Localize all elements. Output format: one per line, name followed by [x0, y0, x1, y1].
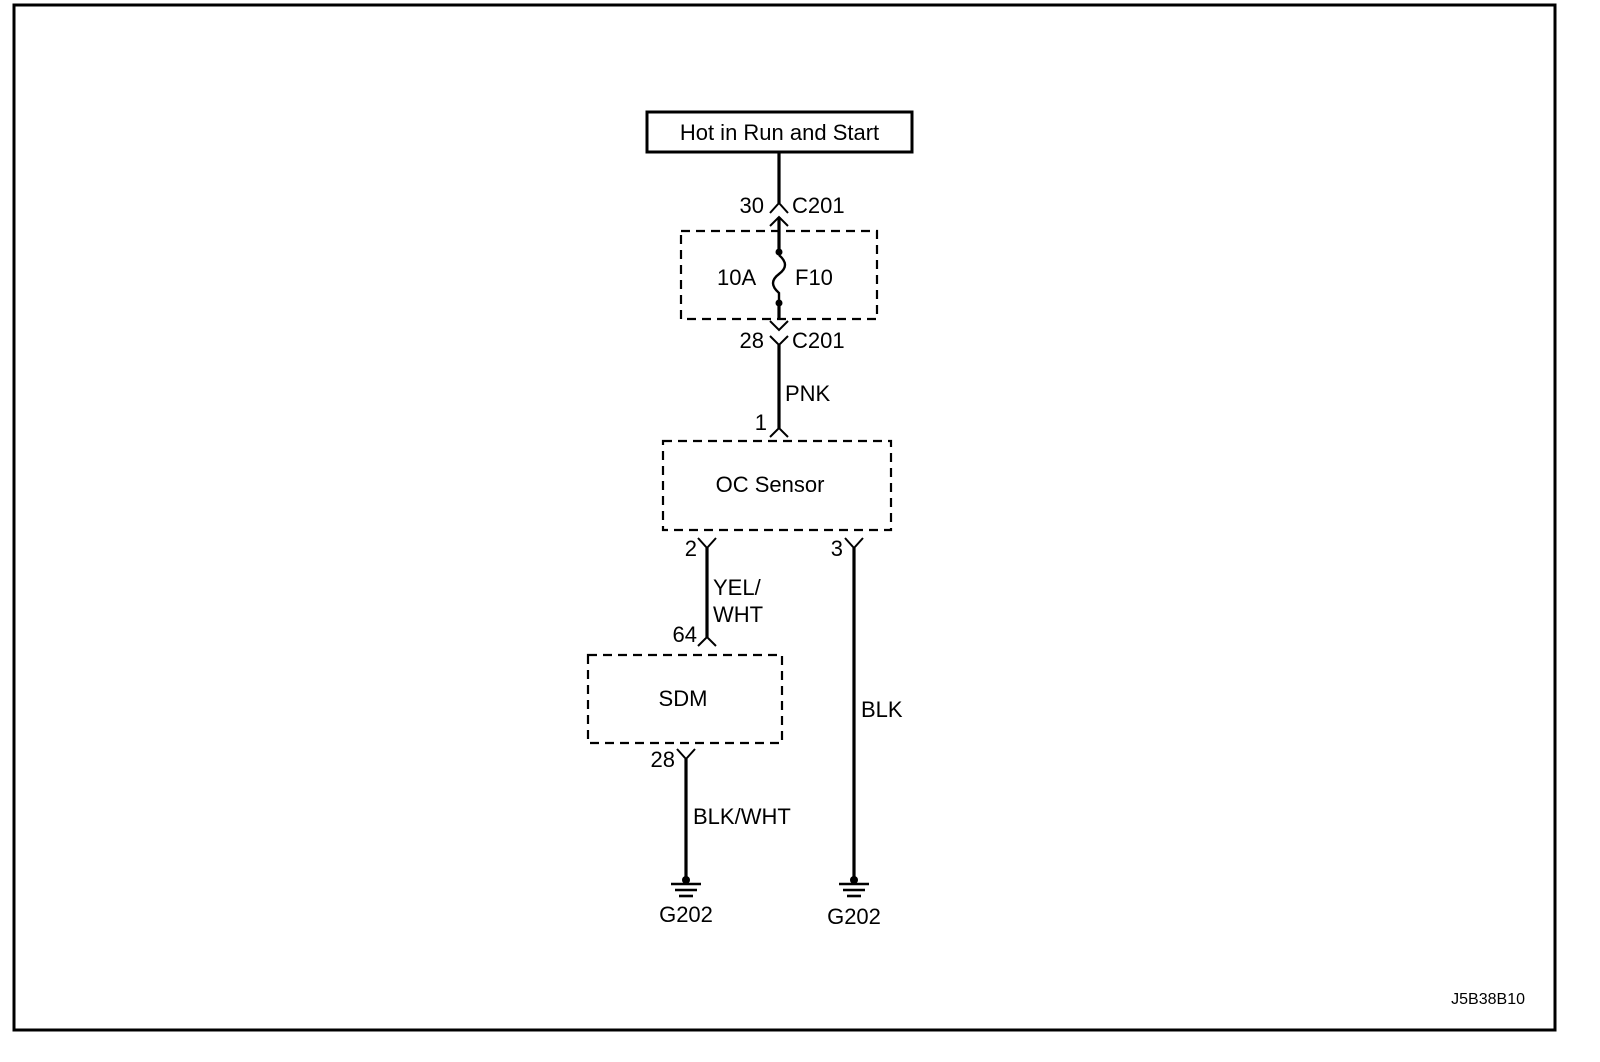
sdm-outline	[586, 653, 784, 745]
oc-sensor-outline	[661, 439, 893, 532]
wire-yel-wht-label-line1: YEL/	[713, 575, 762, 600]
connector-sdm-pin64: 64	[673, 622, 717, 647]
wire-blk-label: BLK	[861, 697, 903, 722]
connector-c201-pin28: 28 C201	[740, 320, 845, 353]
connector-c201-pin30: 30 C201	[740, 193, 845, 227]
fuse-f10: 10A F10	[717, 248, 833, 307]
connector-c201-pin28-lower-chevron	[769, 335, 789, 347]
power-source-label: Hot in Run and Start	[680, 120, 879, 145]
connector-sdm-pin28-pin: 28	[651, 747, 675, 772]
wire-blk-wht-label: BLK/WHT	[693, 804, 791, 829]
connector-sensor-pin1-pin: 1	[755, 410, 767, 435]
ground-left-junction	[682, 876, 690, 884]
wire-yel-wht-label-line2: WHT	[713, 602, 763, 627]
ground-g202-right: G202	[827, 876, 881, 929]
connector-sensor-pin2-pin: 2	[685, 536, 697, 561]
fuse-terminal-top	[775, 248, 783, 256]
figure-id: J5B38B10	[1451, 991, 1525, 1008]
page-frame	[12, 3, 1557, 1032]
connector-sensor-pin3-pin: 3	[831, 536, 843, 561]
sdm-box: SDM	[586, 653, 784, 745]
connector-sensor-pin2-chevron	[697, 537, 717, 550]
fuse-symbol	[771, 254, 787, 302]
sdm-label: SDM	[659, 686, 708, 711]
connector-sdm-pin28-chevron	[676, 748, 696, 761]
connector-c201-pin30-name: C201	[792, 193, 845, 218]
connector-c201-pin28-name: C201	[792, 328, 845, 353]
connector-sdm-pin64-chevron	[697, 635, 717, 647]
connector-c201-pin28-pin: 28	[740, 328, 764, 353]
fuse-name: F10	[795, 265, 833, 290]
connector-sensor-pin1-chevron	[769, 426, 789, 438]
connector-sensor-pin2: 2	[685, 536, 717, 561]
power-source-box: Hot in Run and Start	[645, 110, 914, 154]
ground-right-label: G202	[827, 904, 881, 929]
connector-sensor-pin3: 3	[831, 536, 864, 561]
connector-c201-pin30-upper-chevron	[769, 201, 789, 214]
ground-left-label: G202	[659, 902, 713, 927]
oc-sensor-box: OC Sensor	[661, 439, 893, 532]
ground-g202-left: G202	[659, 876, 713, 927]
connector-sensor-pin1: 1	[755, 410, 789, 438]
fuse-rating: 10A	[717, 265, 756, 290]
oc-sensor-label: OC Sensor	[716, 472, 825, 497]
connector-c201-pin28-upper-chevron	[769, 320, 789, 332]
connector-sensor-pin3-chevron	[844, 537, 864, 550]
ground-right-junction	[850, 876, 858, 884]
connector-sdm-pin28: 28	[651, 747, 696, 772]
connector-c201-pin30-pin: 30	[740, 193, 764, 218]
connector-sdm-pin64-pin: 64	[673, 622, 697, 647]
wire-pnk-label: PNK	[785, 381, 831, 406]
